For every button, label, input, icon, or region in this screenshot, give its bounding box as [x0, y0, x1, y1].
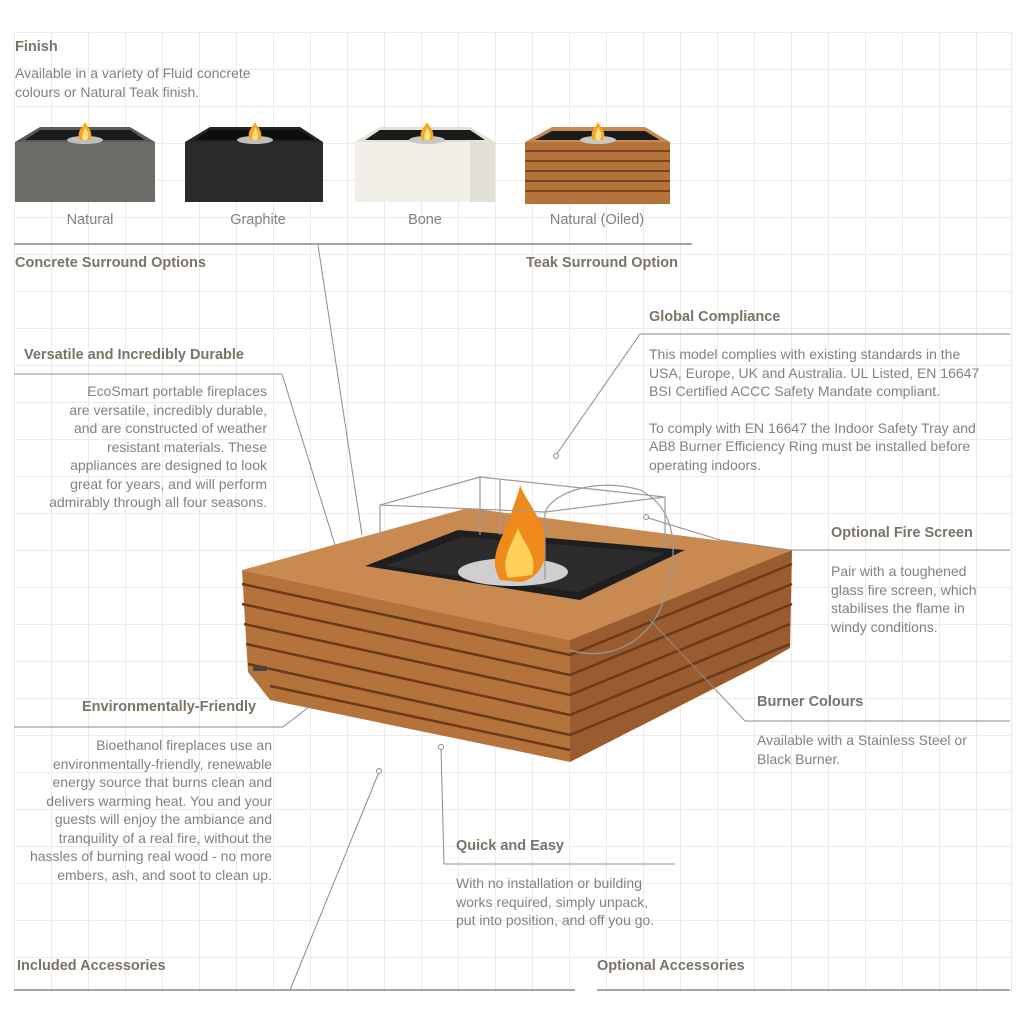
optional-accessories-title: Optional Accessories: [597, 958, 745, 974]
fire-screen-title: Optional Fire Screen: [831, 525, 973, 541]
finish-divider: [14, 243, 692, 245]
quick-description: With no installation or building works r…: [456, 875, 655, 928]
finish-label-graphite: Graphite: [230, 212, 286, 228]
fire-screen-description: Pair with a toughened glass fire screen,…: [831, 563, 977, 635]
included-accessories-title: Included Accessories: [17, 958, 166, 974]
thumbnail-bone[interactable]: [355, 122, 495, 202]
teak-group-label: Teak Surround Option: [526, 255, 678, 271]
callout-connectors: [14, 244, 1010, 991]
durable-description: EcoSmart portable fireplaces are versati…: [49, 383, 267, 510]
finish-description: Available in a variety of Fluid concrete…: [15, 65, 251, 100]
durable-title: Versatile and Incredibly Durable: [24, 347, 244, 363]
logo-plate: [253, 666, 267, 671]
concrete-group-label: Concrete Surround Options: [15, 255, 206, 271]
burner-description: Available with a Stainless Steel or Blac…: [757, 732, 967, 767]
thumbnail-natural-oiled[interactable]: [525, 122, 670, 204]
glass-fire-screen: [379, 476, 674, 655]
teak-right-face: [570, 550, 792, 762]
finish-title: Finish: [15, 39, 58, 55]
finish-label-bone: Bone: [408, 212, 442, 228]
compliance-title: Global Compliance: [649, 309, 781, 325]
eco-description: Bioethanol fireplaces use an environment…: [29, 737, 272, 883]
thumbnail-natural[interactable]: [15, 122, 155, 202]
optional-accessories-divider: [597, 989, 1010, 991]
finish-label-natural: Natural: [66, 212, 114, 228]
finish-label-natural-oiled: Natural (Oiled): [549, 212, 645, 228]
teak-front-face: [242, 570, 570, 762]
quick-title: Quick and Easy: [456, 838, 564, 854]
finish-thumbnails: [15, 122, 670, 204]
burner-title: Burner Colours: [757, 694, 864, 710]
included-accessories-divider: [14, 989, 575, 991]
thumbnail-graphite[interactable]: [185, 122, 323, 202]
compliance-description: This model complies with existing standa…: [649, 346, 980, 473]
eco-title: Environmentally-Friendly: [82, 699, 257, 715]
